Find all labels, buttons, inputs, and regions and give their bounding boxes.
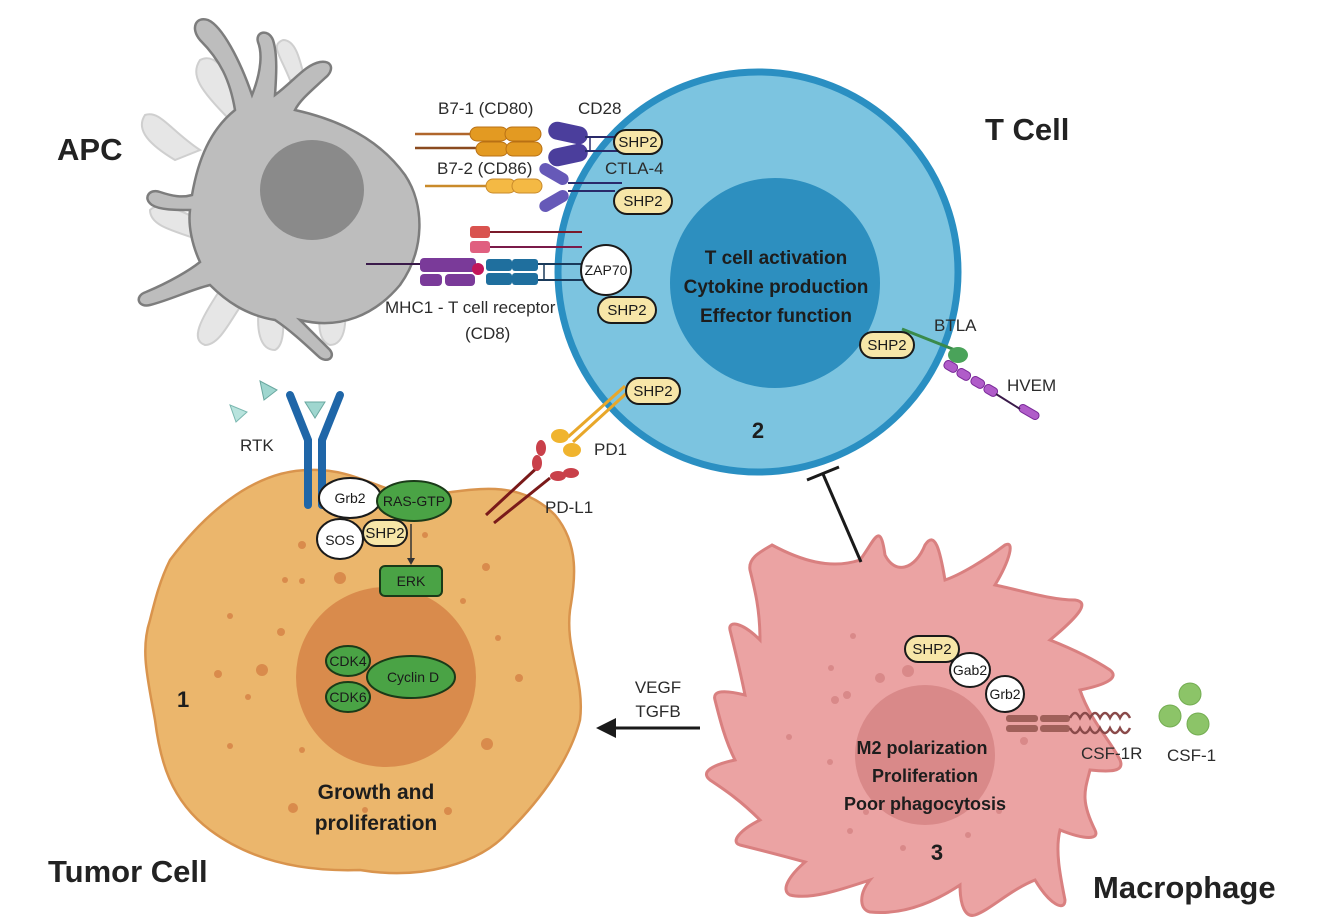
- gab2-label: Gab2: [953, 662, 987, 678]
- rtk-receptor: [229, 380, 344, 509]
- tumor-number: 1: [177, 687, 189, 712]
- t-cell-number: 2: [752, 418, 764, 443]
- shp2-label: SHP2: [365, 525, 404, 542]
- csf-1-ligands: [1158, 682, 1210, 736]
- shp2-label: SHP2: [867, 337, 906, 354]
- tumor-effect-2: proliferation: [315, 812, 438, 835]
- b7-1-label: B7-1 (CD80): [438, 99, 533, 118]
- ras-to-erk-arrow: [407, 524, 415, 565]
- tgfb-label: TGFB: [635, 702, 680, 721]
- apc-cell: [137, 17, 421, 361]
- cd28-label: CD28: [578, 99, 621, 118]
- shp2-btla: SHP2: [859, 331, 915, 359]
- t-cell-effect-3: Effector function: [700, 306, 852, 327]
- pd-l1-label: PD-L1: [545, 498, 593, 517]
- b7-1-receptor: [415, 126, 543, 157]
- rtk-label: RTK: [240, 436, 274, 455]
- shp2-label: SHP2: [912, 641, 951, 658]
- shp2-label: SHP2: [607, 302, 646, 319]
- cdk6: CDK6: [325, 681, 371, 713]
- ctla-4-receptor: [539, 163, 622, 212]
- ras-gtp-label: RAS-GTP: [383, 493, 445, 509]
- hvem-label: HVEM: [1007, 376, 1056, 395]
- macrophage-number: 3: [931, 840, 943, 865]
- macrophage-title: Macrophage: [1093, 870, 1276, 905]
- macrophage-effect-1: M2 polarization: [856, 738, 987, 758]
- ras-gtp: RAS-GTP: [376, 480, 452, 522]
- inhibition-arrow: [806, 465, 863, 563]
- mhc-tcr-label-1: MHC1 - T cell receptor: [385, 298, 556, 317]
- shp2-tumor: SHP2: [362, 519, 408, 547]
- zap70-label: ZAP70: [585, 262, 628, 278]
- shp2-label: SHP2: [623, 193, 662, 210]
- pd1-label: PD1: [594, 440, 627, 459]
- mhc-tcr-label-2: (CD8): [465, 324, 510, 343]
- csf-1r-receptor: [1006, 711, 1132, 735]
- shp2-label: SHP2: [618, 134, 657, 151]
- macrophage-granules: [786, 633, 1028, 851]
- grb2-label: Grb2: [334, 490, 365, 506]
- csf-1r-label: CSF-1R: [1081, 744, 1142, 763]
- mhc1-tcr-complex: [366, 226, 585, 286]
- zap70: ZAP70: [580, 244, 632, 296]
- grb2-macrophage: Grb2: [985, 675, 1025, 713]
- apc-title: APC: [57, 132, 122, 167]
- t-cell-effect-2: Cytokine production: [684, 277, 869, 298]
- cyclin-d: Cyclin D: [366, 655, 456, 699]
- gab2: Gab2: [949, 652, 991, 688]
- t-cell: [554, 68, 962, 476]
- grb2-tumor: Grb2: [318, 477, 382, 519]
- btla-hvem: [901, 327, 1040, 420]
- shp2-label: SHP2: [633, 383, 672, 400]
- shp2-tcr: SHP2: [597, 296, 657, 324]
- ctla-4-label: CTLA-4: [605, 159, 664, 178]
- t-cell-nucleus: [670, 178, 880, 388]
- macrophage-cell: [705, 534, 1123, 917]
- t-cell-title: T Cell: [985, 112, 1069, 147]
- pd1-receptor: [551, 384, 632, 457]
- apc-nucleus: [260, 140, 364, 240]
- shp2-macrophage: SHP2: [904, 635, 960, 663]
- cyclin-d-label: Cyclin D: [387, 669, 439, 685]
- cdk4: CDK4: [325, 645, 371, 677]
- cdk6-label: CDK6: [329, 689, 367, 705]
- macrophage-effect-2: Proliferation: [872, 766, 978, 786]
- secretion-arrow: [596, 718, 700, 738]
- b7-2-receptor: [425, 178, 543, 194]
- vegf-label: VEGF: [635, 678, 681, 697]
- b7-2-label: B7-2 (CD86): [437, 159, 532, 178]
- erk: ERK: [379, 565, 443, 597]
- csf-1-label: CSF-1: [1167, 746, 1216, 765]
- tumor-effect-1: Growth and: [318, 781, 435, 804]
- t-cell-effect-1: T cell activation: [705, 248, 848, 269]
- macrophage-nucleus: [855, 685, 995, 825]
- grb2-label: Grb2: [989, 686, 1020, 702]
- erk-label: ERK: [397, 573, 426, 589]
- tumor-cell-title: Tumor Cell: [48, 854, 208, 889]
- shp2-cd28: SHP2: [613, 129, 663, 155]
- btla-label: BTLA: [934, 316, 977, 335]
- tumor-granules: [214, 532, 523, 815]
- cdk4-label: CDK4: [329, 653, 367, 669]
- macrophage-effect-3: Poor phagocytosis: [844, 794, 1006, 814]
- pd-l1-ligand: [484, 440, 579, 525]
- shp2-ctla4: SHP2: [613, 187, 673, 215]
- sos: SOS: [316, 518, 364, 560]
- sos-label: SOS: [325, 532, 355, 548]
- shp2-pd1: SHP2: [625, 377, 681, 405]
